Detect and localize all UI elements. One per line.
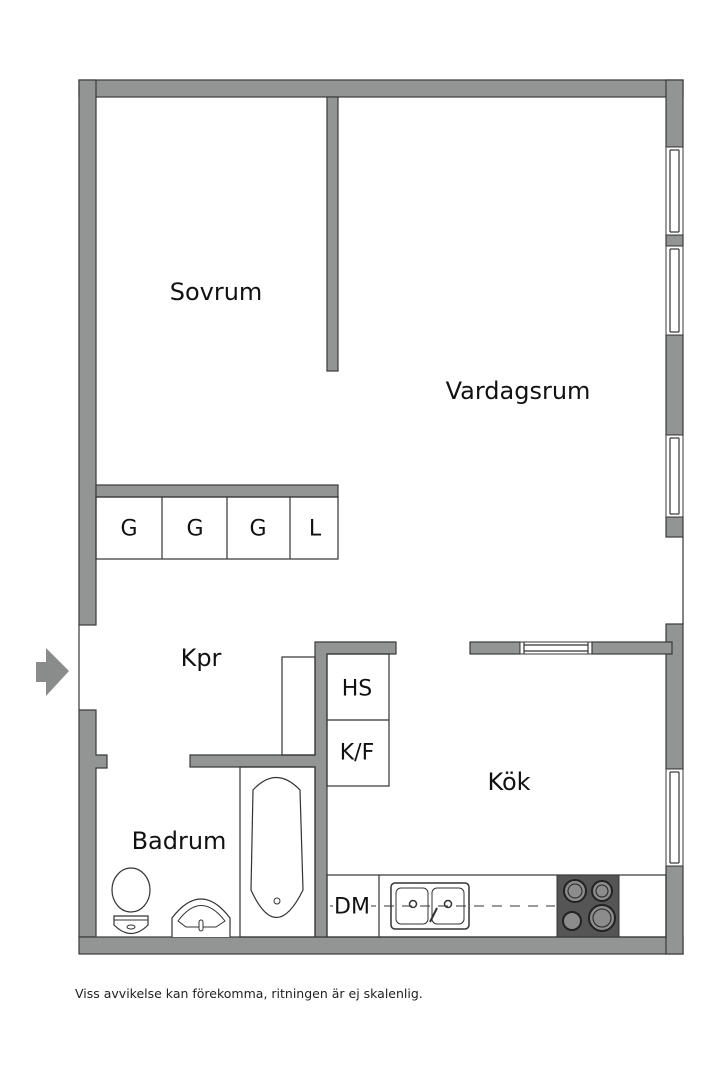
closet-label-g2: G xyxy=(186,516,204,542)
kitchen-counter xyxy=(326,874,667,938)
closet-label-l: L xyxy=(308,516,322,542)
outer-walls xyxy=(78,79,684,955)
closet-label-g3: G xyxy=(249,516,267,542)
closet-label-g1: G xyxy=(120,516,138,542)
bathroom-fixtures xyxy=(111,766,316,938)
room-label-kok: Kök xyxy=(487,768,531,796)
interior-walls xyxy=(95,96,673,938)
fixture-label-dm: DM xyxy=(333,894,371,920)
room-label-kpr: Kpr xyxy=(180,644,222,672)
closet-row xyxy=(95,496,339,560)
room-label-sovrum: Sovrum xyxy=(169,278,263,306)
windows-east xyxy=(665,146,684,867)
room-label-badrum: Badrum xyxy=(131,827,227,855)
fixture-label-kf: K/F xyxy=(339,740,375,766)
entrance-arrow-icon xyxy=(36,648,69,696)
hall-closet xyxy=(281,656,316,756)
fixture-label-hs: HS xyxy=(341,676,373,702)
room-label-vardagsrum: Vardagsrum xyxy=(445,377,591,405)
disclaimer-note: Viss avvikelse kan förekomma, ritningen … xyxy=(75,986,423,1001)
kitchen-units xyxy=(326,653,390,787)
